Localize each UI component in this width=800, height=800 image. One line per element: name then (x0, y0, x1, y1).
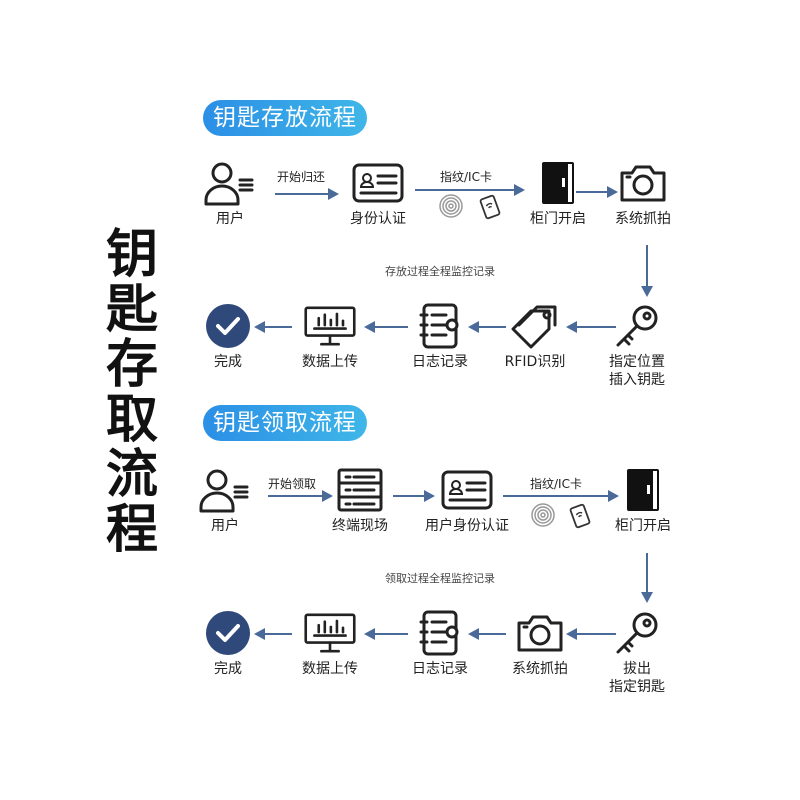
take-node-user: 用户 (180, 467, 270, 535)
arrow (254, 628, 292, 640)
store-caption-auth: 指纹/IC卡 (440, 170, 492, 184)
door-icon (617, 467, 669, 513)
node-label: 用户 (211, 518, 239, 534)
store-node-id: 身份认证 (333, 160, 423, 228)
check-circle-icon (202, 610, 254, 656)
take-caption-auth: 指纹/IC卡 (530, 477, 582, 491)
arrow (566, 321, 616, 333)
store-node-key: 指定位置 插入钥匙 (592, 303, 682, 389)
ic-card-icon (478, 194, 502, 224)
rfid-tag-icon (509, 303, 561, 349)
node-label: 柜门开启 (615, 518, 671, 534)
take-node-log: 日志记录 (395, 610, 485, 678)
camera-icon (617, 160, 669, 206)
arrow (468, 321, 506, 333)
store-node-upload: 数据上传 (285, 303, 375, 371)
key-icon (611, 303, 663, 349)
take-node-upload: 数据上传 (285, 610, 375, 678)
user-icon (199, 467, 251, 513)
arrow (415, 184, 525, 196)
store-node-camera: 系统抓拍 (598, 160, 688, 228)
camera-icon (514, 610, 566, 656)
node-label: RFID识别 (504, 354, 566, 370)
node-label: 数据上传 (302, 354, 358, 370)
take-caption-start: 开始领取 (268, 477, 317, 491)
store-node-done: 完成 (183, 303, 273, 371)
store-caption-start: 开始归还 (277, 170, 326, 184)
arrow (576, 186, 618, 198)
arrow (275, 188, 339, 200)
node-label: 柜门开启 (530, 211, 586, 227)
store-node-door: 柜门开启 (513, 160, 603, 228)
node-label: 终端现场 (332, 518, 388, 534)
take-node-door: 柜门开启 (598, 467, 688, 535)
store-node-rfid: RFID识别 (490, 303, 580, 371)
check-circle-icon (202, 303, 254, 349)
arrow (254, 321, 292, 333)
log-book-icon (414, 610, 466, 656)
node-label: 完成 (214, 354, 242, 370)
arrow (566, 628, 616, 640)
arrow (503, 490, 619, 502)
monitor-chart-icon (304, 303, 356, 349)
node-label: 系统抓拍 (615, 211, 671, 227)
node-label: 系统抓拍 (512, 661, 568, 677)
arrow (364, 628, 408, 640)
take-node-key: 拔出 指定钥匙 (592, 610, 682, 696)
take-section-title: 钥匙领取流程 (203, 405, 367, 441)
node-label: 完成 (214, 661, 242, 677)
store-section-title: 钥匙存放流程 (203, 100, 367, 136)
arrow (468, 628, 506, 640)
node-label: 日志记录 (412, 661, 468, 677)
take-node-camera: 系统抓拍 (495, 610, 585, 678)
fingerprint-icon (438, 193, 464, 223)
store-node-user: 用户 (185, 160, 275, 228)
id-card-icon (441, 467, 493, 513)
store-monitor-note: 存放过程全程监控记录 (385, 265, 495, 278)
door-icon (532, 160, 584, 206)
key-icon (611, 610, 663, 656)
take-node-id: 用户身份认证 (412, 467, 522, 535)
node-label: 身份认证 (350, 211, 406, 227)
log-book-icon (414, 303, 466, 349)
take-monitor-note: 领取过程全程监控记录 (385, 572, 495, 585)
store-node-log: 日志记录 (395, 303, 485, 371)
node-label: 用户身份认证 (425, 518, 509, 534)
terminal-list-icon (334, 467, 386, 513)
node-label: 数据上传 (302, 661, 358, 677)
arrow (364, 321, 408, 333)
user-icon (204, 160, 256, 206)
ic-card-icon (568, 503, 592, 533)
main-title: 钥匙存取流程 (105, 225, 158, 560)
node-label: 用户 (216, 211, 244, 227)
node-label: 日志记录 (412, 354, 468, 370)
take-node-done: 完成 (183, 610, 273, 678)
arrow (268, 490, 333, 502)
take-node-terminal: 终端现场 (315, 467, 405, 535)
node-label: 拔出 指定钥匙 (609, 661, 665, 695)
arrow-down (641, 553, 653, 603)
fingerprint-icon (530, 502, 556, 532)
arrow (393, 490, 435, 502)
node-label: 指定位置 插入钥匙 (609, 354, 665, 388)
arrow-down (641, 245, 653, 297)
id-card-icon (352, 160, 404, 206)
monitor-chart-icon (304, 610, 356, 656)
